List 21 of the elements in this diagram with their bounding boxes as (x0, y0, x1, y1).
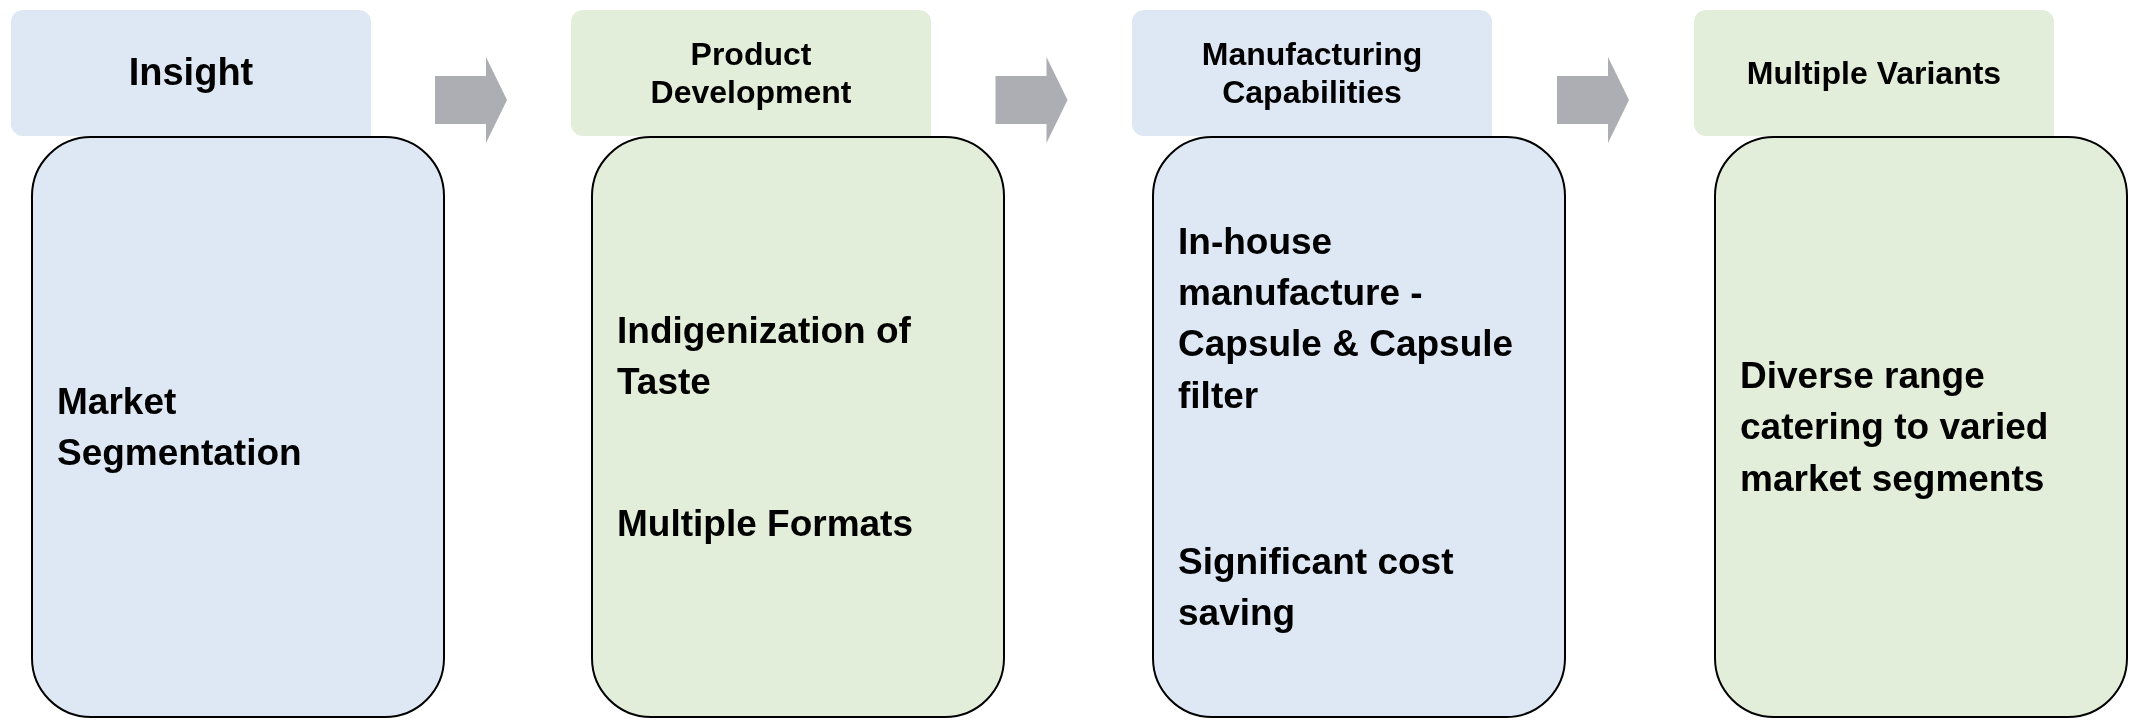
card-text: Market Segmentation (57, 379, 303, 475)
block-arrow (435, 57, 507, 143)
content-card (1714, 136, 2128, 718)
header-title: Manufacturing Capabilities (1200, 34, 1424, 112)
header-tab (1694, 10, 2054, 136)
header-tab (11, 10, 371, 136)
header-title: Insight (127, 50, 255, 96)
card-text: Significant cost saving (1178, 539, 1455, 635)
header-title: Multiple Variants (1745, 53, 2003, 93)
header-title: Product Development (649, 34, 853, 112)
block-arrow (1557, 57, 1629, 143)
header-tab (571, 10, 931, 136)
content-card (31, 136, 445, 718)
content-card (1152, 136, 1566, 718)
card-text: Indigenization of Taste (617, 309, 912, 405)
header-tab (1132, 10, 1492, 136)
content-card (591, 136, 1005, 718)
card-text: Diverse range catering to varied market segments (1740, 354, 2050, 501)
card-text: Multiple Formats (617, 501, 915, 546)
card-text: In-house manufacture - Capsule & Capsule filter (1178, 220, 1515, 418)
block-arrow (995, 57, 1068, 143)
